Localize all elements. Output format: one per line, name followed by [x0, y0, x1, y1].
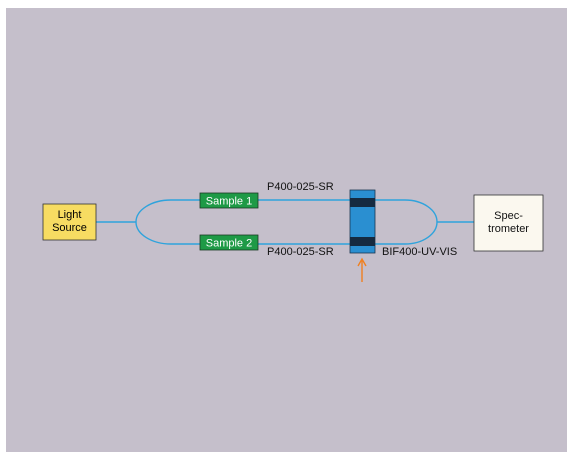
- spectrometer: Spec- trometer: [473, 194, 544, 252]
- fiber-bottom-label: P400-025-SR: [267, 246, 334, 258]
- fiber-left-loop: [135, 199, 200, 245]
- splitter-label: BIF400-UV-VIS: [382, 246, 457, 258]
- sample-2-label: Sample 2: [206, 238, 252, 250]
- sample-1-label: Sample 1: [206, 196, 252, 208]
- fiber-top-label: P400-025-SR: [267, 181, 334, 193]
- diagram-background: [6, 8, 567, 452]
- spectrometer-label-line2: trometer: [488, 223, 529, 235]
- bifurcated-splitter: [349, 189, 376, 254]
- up-arrow-icon: [357, 257, 367, 282]
- light-source: Light Source: [42, 203, 97, 241]
- fiber-right-loop: [375, 199, 438, 245]
- light-source-label-line1: Light: [58, 209, 82, 221]
- sample-2: Sample 2: [199, 234, 259, 251]
- sample-1: Sample 1: [199, 192, 259, 209]
- light-source-label-line2: Source: [52, 222, 87, 234]
- spectrometer-label-line1: Spec-: [494, 210, 523, 222]
- fiber-paths: [96, 199, 474, 245]
